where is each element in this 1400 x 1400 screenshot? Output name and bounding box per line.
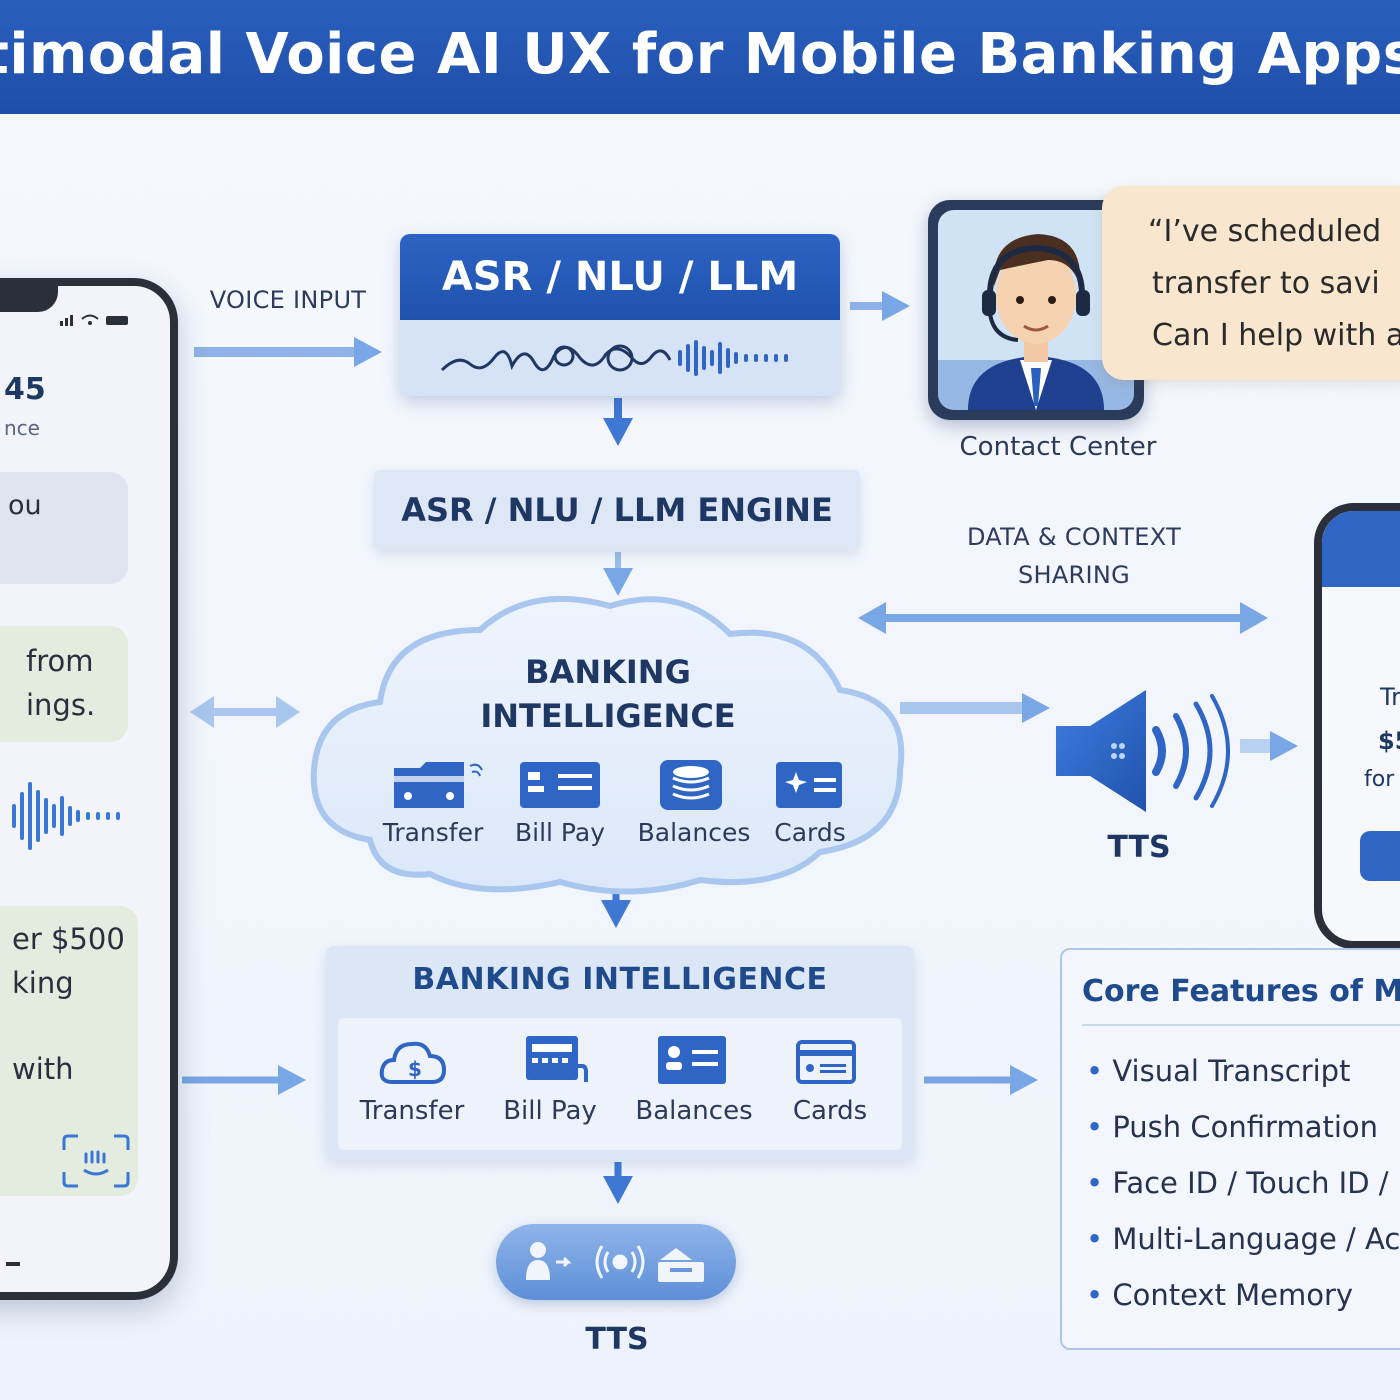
balances-icon[interactable] <box>656 1034 728 1086</box>
user-arrow-icon <box>526 1242 572 1280</box>
banking-intelligence-cloud <box>310 595 905 895</box>
page-title: ultimodal Voice AI UX for Mobile Banking… <box>0 22 1400 87</box>
bill-pay-icon[interactable] <box>522 1032 592 1088</box>
left-phone: 45 nce ou from ings. er $500 king with <box>0 278 178 1300</box>
cloud-title-line: BANKING <box>525 653 691 691</box>
asr-header: ASR / NLU / LLM <box>400 234 840 320</box>
home-indicator <box>6 1262 20 1266</box>
message-bubble-assistant: from ings. <box>0 626 128 742</box>
balance-label: nce <box>4 416 40 440</box>
service-label: Cards <box>774 818 846 847</box>
svg-text:$: $ <box>408 1057 422 1081</box>
feature-item: • Context Memory <box>1086 1278 1354 1312</box>
voice-input-label: VOICE INPUT <box>209 286 367 314</box>
message-bubble-confirmation: er $500 king with <box>0 906 138 1196</box>
bubble-line: king <box>12 966 74 1000</box>
core-features-panel: Core Features of Mob • Visual Transcript… <box>1060 948 1400 1350</box>
features-title: Core Features of Mob <box>1082 974 1400 1009</box>
service-label: Cards <box>792 1096 868 1126</box>
phone-notch <box>0 286 58 312</box>
agent-headset-icon <box>938 234 1134 410</box>
bill-pay-icon[interactable] <box>518 760 602 810</box>
features-divider <box>1082 1024 1400 1026</box>
right-phone-text: for <box>1364 767 1395 792</box>
bubble-line: er $500 <box>12 922 125 956</box>
service-label: Balances <box>637 818 751 847</box>
cards-icon[interactable] <box>774 760 844 810</box>
voice-waveform-icon <box>12 782 120 850</box>
service-label: Transfer <box>359 1096 465 1126</box>
speech-line: transfer to savi <box>1152 266 1380 301</box>
tts-right-label: TTS <box>1107 830 1171 865</box>
cards-icon[interactable] <box>796 1038 858 1086</box>
service-label: Bill Pay <box>514 818 605 847</box>
banking-box-title: BANKING INTELLIGENCE <box>412 962 828 997</box>
wifi-icon <box>81 314 99 325</box>
confirm-button[interactable] <box>1360 831 1400 881</box>
bubble-text: ou <box>8 490 42 521</box>
feature-item: • Multi-Language / Ac <box>1086 1222 1400 1256</box>
data-context-line: SHARING <box>1017 561 1131 589</box>
service-label: Bill Pay <box>503 1096 597 1126</box>
tts-icons <box>526 1242 704 1282</box>
asr-nlu-llm-box: ASR / NLU / LLM <box>400 234 840 396</box>
tts-center-label: TTS <box>585 1322 649 1357</box>
balances-coins-icon[interactable] <box>656 756 726 814</box>
cloud-title-line: INTELLIGENCE <box>480 697 736 735</box>
voice-assistant-icon[interactable] <box>58 1132 138 1194</box>
sound-waves-icon <box>595 1245 645 1279</box>
speaker-icon <box>1056 690 1230 812</box>
inbox-icon <box>658 1248 704 1282</box>
status-icons <box>60 314 128 326</box>
right-phone: Tr $5 for <box>1314 503 1400 949</box>
message-bubble-user: ou <box>0 472 128 584</box>
speech-line: “I’ve scheduled <box>1148 214 1382 249</box>
audio-waveform-icon <box>440 340 788 376</box>
service-label: Balances <box>635 1096 753 1126</box>
feature-item: • Visual Transcript <box>1086 1054 1351 1088</box>
speech-line: Can I help with a <box>1152 318 1400 353</box>
engine-box: ASR / NLU / LLM ENGINE <box>374 470 860 550</box>
agent-speech-bubble: “I’ve scheduled transfer to savi Can I h… <box>1102 186 1400 380</box>
feature-item: • Push Confirmation <box>1086 1110 1379 1144</box>
money-cloud-icon[interactable]: $ <box>378 1032 448 1088</box>
service-label: Transfer <box>382 818 484 847</box>
signal-icon <box>60 315 73 326</box>
transfer-card-icon[interactable] <box>390 758 486 812</box>
balance-amount: 45 <box>4 372 46 407</box>
battery-icon <box>106 316 128 325</box>
contact-center-label: Contact Center <box>959 432 1157 462</box>
bubble-line: from <box>26 644 94 678</box>
title-bar: ultimodal Voice AI UX for Mobile Banking… <box>0 0 1400 114</box>
bubble-line: ings. <box>26 688 96 722</box>
bubble-line: with <box>12 1052 74 1086</box>
cloud-title: BANKING INTELLIGENCE <box>420 650 796 738</box>
agent-avatar <box>938 210 1134 410</box>
data-context-line: DATA & CONTEXT <box>966 523 1182 551</box>
feature-item: • Face ID / Touch ID / <box>1086 1166 1389 1200</box>
right-phone-amount: $5 <box>1378 727 1400 755</box>
right-phone-header <box>1322 511 1400 587</box>
right-phone-text: Tr <box>1380 683 1400 711</box>
data-context-label: DATA & CONTEXT SHARING <box>930 518 1218 594</box>
